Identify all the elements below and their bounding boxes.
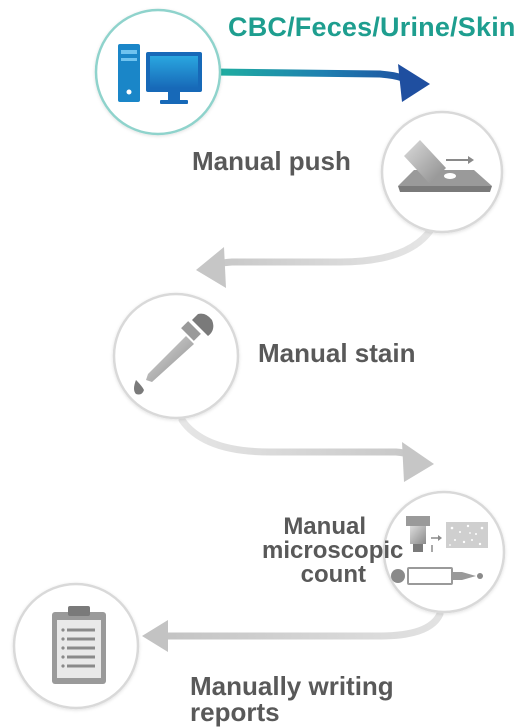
count-node <box>382 490 506 614</box>
stain-node <box>112 292 240 420</box>
arrow-stain-to-count <box>178 416 434 482</box>
step-label-manual-push: Manual push <box>192 146 351 176</box>
dropper-icon <box>134 313 214 395</box>
arrow-computer-to-push <box>210 64 430 102</box>
push-node <box>380 110 504 234</box>
slide-push-icon <box>398 140 492 192</box>
arrow-count-to-reports <box>142 610 444 652</box>
step-label-manual-count: Manual microscopic count <box>262 513 404 588</box>
computer-icon <box>118 44 202 104</box>
count-line-3: count <box>300 561 366 588</box>
step-label-manual-stain: Manual stain <box>258 338 416 368</box>
reports-line-1: Manually writing <box>190 671 394 701</box>
computer-node <box>94 8 222 136</box>
arrow-push-to-stain <box>196 224 436 288</box>
count-line-2: microscopic <box>262 537 404 564</box>
diagram-title: CBC/Feces/Urine/Skin <box>228 12 516 42</box>
clipboard-report-icon <box>52 606 106 684</box>
count-line-1: Manual <box>283 513 366 540</box>
reports-line-2: reports <box>190 697 280 727</box>
microscope-count-icon <box>391 516 488 585</box>
step-label-writing-reports: Manually writing reports <box>190 673 394 725</box>
reports-node <box>12 582 140 710</box>
